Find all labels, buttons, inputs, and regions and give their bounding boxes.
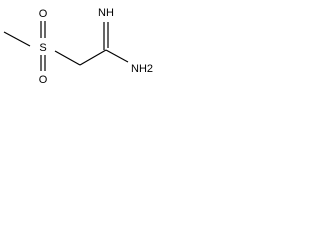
atom-oxygen-bottom-label: O (39, 74, 48, 86)
bond-carbon-amine (105, 49, 129, 63)
atom-sulfur-label: S (39, 42, 46, 54)
atom-imine-label: NH (98, 7, 114, 19)
atom-amine-label: NH2 (131, 63, 153, 75)
bond-methyl-sulfur (3, 31, 31, 47)
bond-sulfur-methylene (54, 50, 81, 66)
molecule-structure: S O O NH NH2 (3, 7, 153, 86)
bond-methylene-amidine-carbon (79, 49, 107, 66)
atom-oxygen-top-label: O (39, 8, 48, 20)
